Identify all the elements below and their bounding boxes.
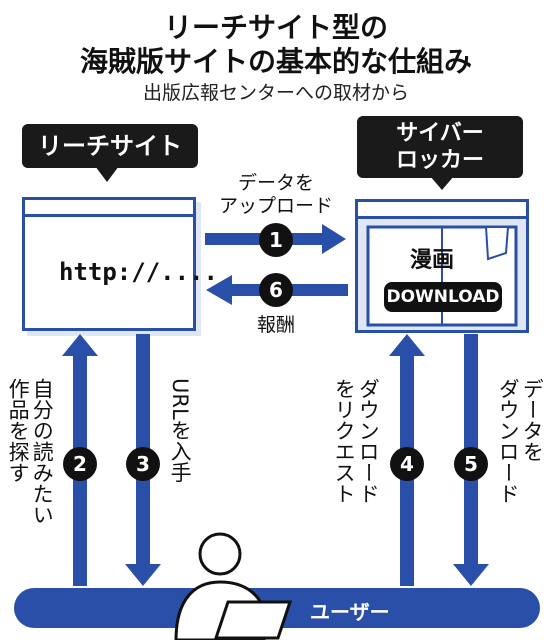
user-at-laptop-icon: [174, 532, 293, 640]
manga-label: 漫画: [410, 248, 455, 273]
step-4-label: ダウンロード をリクエスト: [332, 378, 381, 504]
step-3-badge: 3: [126, 447, 160, 481]
leech-site-label: リーチサイト: [22, 124, 198, 168]
cyberlocker-callout-tail: [430, 176, 454, 190]
user-label: ユーザー: [310, 600, 390, 624]
step-6-label: 報酬: [256, 314, 295, 336]
leech-site-title-bar: [25, 200, 193, 217]
cyberlocker-window: 漫画 DOWNLOAD: [355, 199, 529, 333]
step-1-label: データを アップロード: [218, 172, 333, 217]
title-line-1: リーチサイト型の: [163, 11, 388, 44]
leech-site-url: http://....: [59, 258, 218, 286]
step-1-badge: 1: [259, 223, 293, 257]
leech-site-window: http://....: [22, 197, 218, 331]
step-6-badge: 6: [259, 273, 293, 307]
step-2-badge: 2: [63, 447, 97, 481]
title-line-2: 海賊版サイトの基本的な仕組み: [79, 45, 472, 78]
cyberlocker-title-bar: [358, 202, 526, 219]
step-4-badge: 4: [390, 447, 424, 481]
step-3-label: URLを入手: [168, 378, 193, 483]
source-note: 出版広報センターへの取材から: [142, 82, 409, 104]
cyberlocker-label: サイバー ロッカー: [357, 116, 523, 178]
step-5-label: データを ダウンロード: [496, 378, 545, 504]
download-button[interactable]: DOWNLOAD: [384, 282, 502, 312]
step-5-badge: 5: [454, 447, 488, 481]
leech-site-callout-tail: [95, 166, 119, 182]
step-2-label: 自分の読みたい 作品を探す: [6, 378, 55, 525]
